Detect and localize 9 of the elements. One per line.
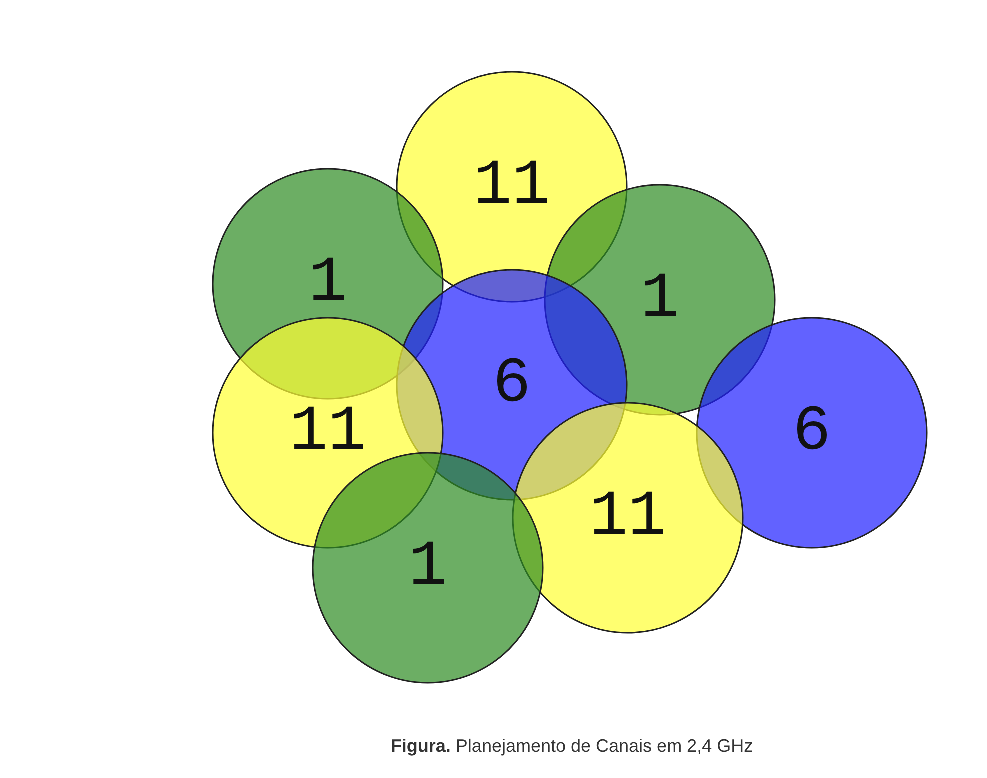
channel-number: 1 bbox=[408, 536, 448, 600]
channel-number: 11 bbox=[290, 401, 366, 465]
channel-number: 1 bbox=[308, 252, 348, 316]
channel-number: 11 bbox=[590, 486, 666, 550]
channel-number: 6 bbox=[792, 401, 832, 465]
channel-number: 11 bbox=[474, 155, 550, 219]
channel-number: 1 bbox=[640, 268, 680, 332]
figure-caption: Figura. Planejamento de Canais em 2,4 GHz bbox=[390, 736, 754, 757]
channel-number: 6 bbox=[492, 353, 532, 417]
